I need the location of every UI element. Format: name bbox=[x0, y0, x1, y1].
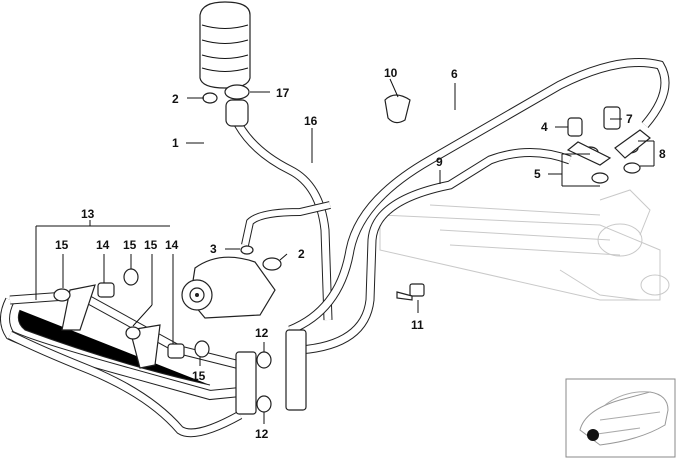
callout-4: 4 bbox=[541, 120, 548, 134]
banjo-fittings bbox=[566, 106, 651, 184]
hose-clamps bbox=[202, 84, 411, 271]
callout-11: 11 bbox=[411, 318, 424, 332]
callout-2b: 2 bbox=[298, 247, 305, 261]
callout-15d: 15 bbox=[192, 369, 206, 383]
callout-12a: 12 bbox=[255, 326, 269, 340]
location-marker bbox=[587, 429, 599, 441]
bolt bbox=[396, 283, 425, 301]
callout-15a: 15 bbox=[55, 238, 69, 252]
callout-14a: 14 bbox=[96, 238, 110, 252]
callout-13: 13 bbox=[81, 207, 95, 221]
callout-2a: 2 bbox=[172, 92, 179, 106]
steering-pump bbox=[181, 256, 276, 319]
steering-rack-ghost bbox=[379, 189, 670, 301]
callout-12b: 12 bbox=[255, 427, 269, 441]
callout-17: 17 bbox=[276, 86, 290, 100]
callout-15c: 15 bbox=[144, 238, 158, 252]
callout-10: 10 bbox=[384, 66, 398, 80]
hoses bbox=[200, 58, 670, 355]
callout-9: 9 bbox=[436, 155, 443, 169]
callout-14b: 14 bbox=[165, 238, 179, 252]
callout-7: 7 bbox=[626, 112, 633, 126]
callout-15b: 15 bbox=[123, 238, 137, 252]
callout-8: 8 bbox=[659, 147, 666, 161]
callout-3: 3 bbox=[210, 242, 217, 256]
leader-lines bbox=[35, 78, 655, 424]
callout-1: 1 bbox=[172, 136, 179, 150]
callout-6: 6 bbox=[451, 67, 458, 81]
fluid-reservoir bbox=[199, 1, 251, 89]
rubber-mounts bbox=[53, 268, 210, 359]
callout-16: 16 bbox=[304, 114, 318, 128]
callout-5: 5 bbox=[534, 167, 541, 181]
cooler-loop bbox=[0, 284, 243, 438]
pipe-connectors bbox=[235, 329, 307, 415]
vehicle-location-thumbnail bbox=[565, 378, 676, 458]
